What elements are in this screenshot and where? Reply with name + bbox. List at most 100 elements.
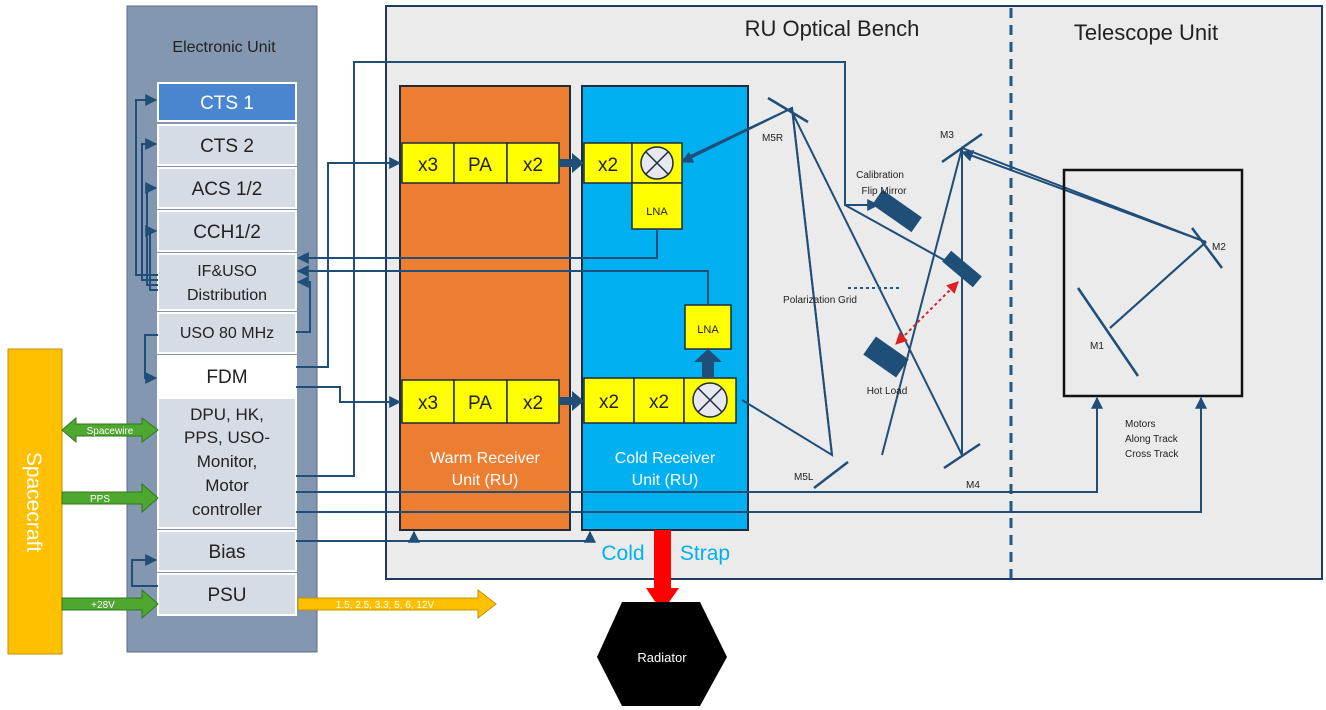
uso-block bbox=[157, 312, 297, 354]
dpu-line2: PPS, USO- bbox=[184, 428, 270, 447]
pps-label: PPS bbox=[90, 494, 110, 505]
mirror-m2 bbox=[1191, 227, 1223, 269]
flip-mirror-element bbox=[942, 250, 982, 288]
upper-pa-label: PA bbox=[468, 155, 492, 176]
m1-label: M1 bbox=[1090, 341, 1104, 352]
upper-mixer-icon bbox=[640, 146, 674, 180]
beam-m1-m2 bbox=[1109, 241, 1207, 329]
lower-x2-cold2-label: x2 bbox=[649, 392, 669, 413]
cold-label: Cold bbox=[601, 542, 644, 565]
upper-x3-block bbox=[401, 142, 455, 184]
mirror-m1 bbox=[1076, 287, 1140, 377]
distribution-label: Distribution bbox=[187, 287, 267, 304]
lower-x2-cold1-label: x2 bbox=[599, 392, 619, 413]
radiator-shape bbox=[597, 602, 727, 706]
optical-bench-title: RU Optical Bench bbox=[745, 16, 920, 41]
psu-block bbox=[157, 573, 297, 616]
lower-x2-cold1-block bbox=[583, 377, 635, 424]
lower-warm-cold-arrow bbox=[559, 391, 584, 411]
acs-block bbox=[157, 167, 297, 209]
cold-unit-line1: Cold Receiver bbox=[615, 450, 716, 467]
spacewire-arrow bbox=[61, 416, 159, 444]
calibration-flip-mirror bbox=[872, 189, 922, 233]
cch-label: CCH1/2 bbox=[193, 222, 261, 243]
dpu-line5: controller bbox=[192, 500, 262, 519]
bias-label: Bias bbox=[209, 542, 246, 563]
mirrors bbox=[767, 96, 1223, 489]
cts1-block bbox=[157, 82, 297, 122]
bias-block bbox=[157, 530, 297, 572]
warm-unit-line1: Warm Receiver bbox=[430, 450, 540, 467]
voltage-arrow bbox=[297, 588, 497, 620]
pps-arrow bbox=[61, 482, 159, 514]
lower-x2-warm-label: x2 bbox=[523, 393, 543, 414]
upper-x2-cold-label: x2 bbox=[598, 155, 618, 176]
dpu-line3: Monitor, bbox=[197, 452, 257, 471]
voltage-label: 1.5, 2.5, 3.3, 5, 6, 12V bbox=[336, 600, 435, 611]
calibration-path bbox=[895, 281, 959, 345]
lower-mixer-icon bbox=[692, 382, 728, 418]
cts2-label: CTS 2 bbox=[200, 136, 254, 157]
uso-label: USO 80 MHz bbox=[180, 325, 274, 342]
upper-lna-block bbox=[631, 182, 683, 230]
lower-pa-block bbox=[453, 379, 508, 424]
calibration-line1: Calibration bbox=[856, 170, 904, 181]
fdm-label: FDM bbox=[206, 367, 247, 388]
telescope-unit-title: Telescope Unit bbox=[1074, 20, 1218, 45]
m4-label: M4 bbox=[966, 480, 980, 491]
polarization-label: Polarization Grid bbox=[783, 295, 857, 306]
acs-label: ACS 1/2 bbox=[192, 179, 263, 200]
upper-warm-cold-arrow bbox=[559, 153, 584, 173]
upper-x3-label: x3 bbox=[418, 155, 438, 176]
lower-x3-label: x3 bbox=[418, 393, 438, 414]
mirror-m5l bbox=[813, 461, 849, 489]
eu-internal-connectors bbox=[131, 94, 311, 587]
mixer-to-lna-arrow bbox=[694, 349, 722, 378]
cold-strap-bar bbox=[654, 530, 671, 590]
psu-label: PSU bbox=[207, 585, 246, 606]
cch-block bbox=[157, 210, 297, 252]
if-uso-distribution-block bbox=[157, 253, 297, 311]
motors-line2: Along Track bbox=[1125, 434, 1179, 445]
upper-x2-warm-block bbox=[506, 142, 560, 184]
cts2-block bbox=[157, 124, 297, 166]
m2-label: M2 bbox=[1212, 242, 1226, 253]
hot-load-block bbox=[863, 336, 909, 378]
strap-label: Strap bbox=[680, 542, 730, 565]
dpu-block bbox=[157, 397, 297, 529]
telescope-box bbox=[1062, 168, 1244, 398]
beam-to-upper-mixer bbox=[680, 107, 793, 163]
cts1-label: CTS 1 bbox=[200, 93, 254, 114]
eu-external-connectors bbox=[296, 61, 1207, 543]
motors-line1: Motors bbox=[1125, 419, 1156, 430]
spacecraft-block bbox=[7, 348, 63, 655]
motors-line3: Cross Track bbox=[1125, 449, 1179, 460]
spacewire-label: Spacewire bbox=[87, 426, 134, 437]
lower-pa-label: PA bbox=[468, 393, 492, 414]
m5l-label: M5L bbox=[794, 472, 814, 483]
beam-m2-to-m3 bbox=[960, 150, 1207, 243]
mirror-m3 bbox=[941, 132, 983, 164]
cold-strap-arrowhead bbox=[646, 588, 679, 612]
lower-lna-block bbox=[684, 304, 732, 350]
cold-unit-line2: Unit (RU) bbox=[632, 472, 699, 489]
upper-pa-block bbox=[453, 142, 508, 184]
lower-x2-warm-block bbox=[506, 379, 560, 424]
if-uso-label: IF&USO bbox=[197, 263, 257, 280]
warm-unit-line2: Unit (RU) bbox=[452, 472, 519, 489]
electronic-unit-title: Electronic Unit bbox=[172, 39, 276, 56]
m3-label: M3 bbox=[940, 130, 954, 141]
lower-lna-label: LNA bbox=[697, 324, 719, 336]
dpu-line1: DPU, HK, bbox=[190, 405, 264, 424]
hot-load-label: Hot Load bbox=[867, 386, 908, 397]
radiator-label: Radiator bbox=[637, 650, 687, 665]
lower-x2-cold2-block bbox=[633, 377, 685, 424]
mirror-m5r bbox=[767, 96, 809, 124]
fdm-block bbox=[157, 355, 297, 397]
power-arrow bbox=[61, 588, 159, 620]
spacecraft-label: Spacecraft bbox=[22, 452, 45, 553]
power-label: +28V bbox=[91, 600, 115, 611]
upper-x2-warm-label: x2 bbox=[523, 155, 543, 176]
dpu-line4: Motor bbox=[205, 476, 249, 495]
